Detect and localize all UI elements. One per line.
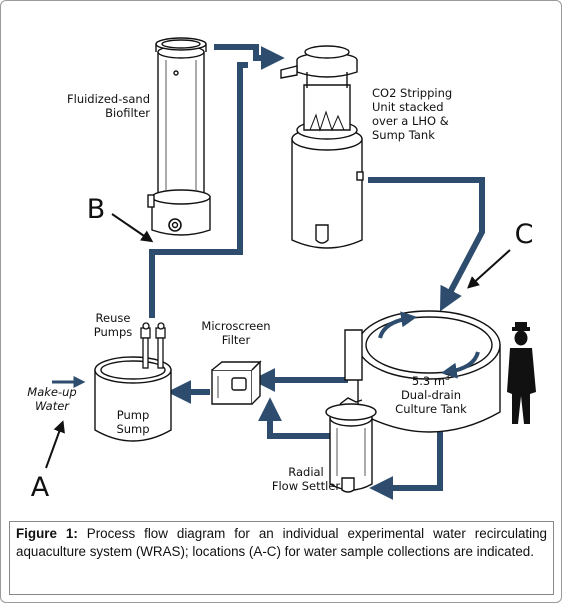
- label-reuse-line2: Pumps: [94, 325, 133, 339]
- figure-caption: Figure 1: Process flow diagram for an in…: [9, 521, 554, 595]
- arrow-a: [45, 420, 65, 469]
- label-microscreen-line1: Microscreen: [201, 319, 270, 333]
- co2-stripping-unit: [280, 45, 364, 249]
- label-co2-line2: Unit stacked: [372, 100, 444, 114]
- arrow-b: [111, 213, 154, 243]
- pipe-pumps-to-biofilter: [149, 62, 248, 318]
- culture-tank: [344, 310, 501, 433]
- label-reuse-line1: Reuse: [96, 311, 131, 325]
- label-co2-line1: CO2 Stripping: [372, 86, 452, 100]
- microscreen-filter: [211, 360, 262, 405]
- arrow-c: [467, 249, 511, 289]
- location-letter-c: C: [515, 219, 534, 250]
- person-scale-silhouette: [507, 322, 536, 424]
- label-settler-line2: Flow Settler: [272, 479, 341, 493]
- pipe-biofilter-to-co2: [214, 44, 285, 70]
- label-settler-line1: Radial: [288, 465, 324, 479]
- biofilter-unit: [147, 37, 211, 236]
- pump-sump: [94, 356, 172, 442]
- pipe-settler-return: [258, 397, 334, 439]
- label-pump-line1: Pump: [117, 408, 150, 422]
- label-pump-line2: Sump: [116, 422, 149, 436]
- reuse-pumps: [140, 322, 166, 369]
- radial-flow-settler: [325, 397, 377, 493]
- location-letter-a: A: [31, 472, 50, 503]
- label-co2-line4: Sump Tank: [372, 128, 435, 142]
- caption-text: Process flow diagram for an individual e…: [16, 526, 547, 559]
- label-biofilter-line1: Fluidized-sand: [67, 92, 150, 106]
- diagram-labels: Fluidized-sand Biofilter CO2 Stripping U…: [27, 86, 533, 503]
- pipe-tank-to-settler: [369, 430, 443, 500]
- caption-prefix: Figure 1:: [16, 526, 78, 541]
- label-makeup-line1: Make-up: [27, 385, 76, 399]
- location-arrows: [45, 213, 511, 469]
- label-microscreen-line2: Filter: [222, 333, 251, 347]
- label-tank-volume: 5.3 m3: [412, 373, 450, 388]
- label-tank-line1: Dual-drain: [401, 388, 461, 402]
- label-tank-line2: Culture Tank: [395, 402, 467, 416]
- label-biofilter-line2: Biofilter: [105, 106, 150, 120]
- label-co2-line3: over a LHO &: [372, 114, 449, 128]
- pipe-co2-to-tank: [368, 177, 485, 312]
- location-letter-b: B: [87, 194, 106, 225]
- label-makeup-line2: Water: [35, 399, 70, 413]
- flow-pipes: [52, 44, 485, 500]
